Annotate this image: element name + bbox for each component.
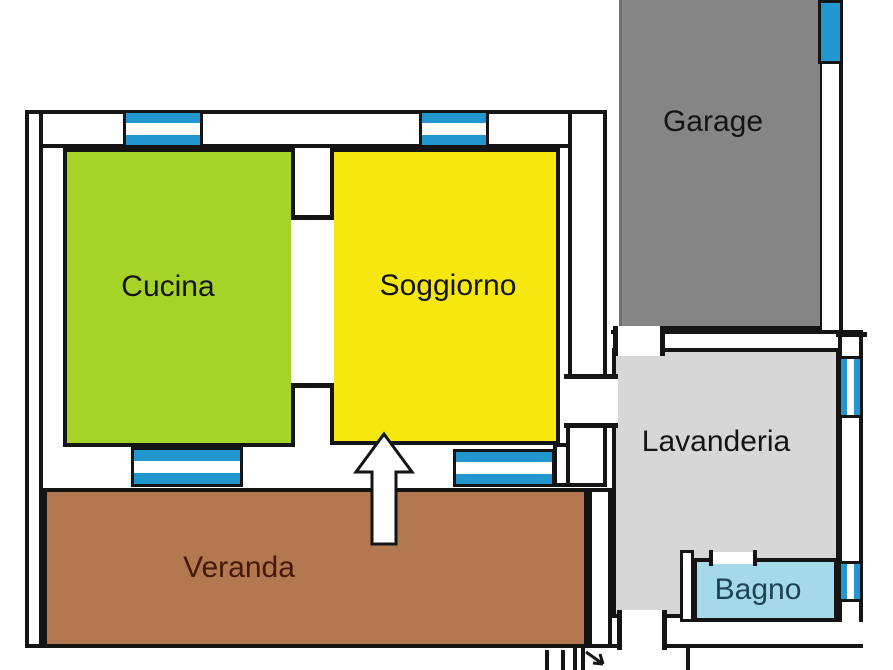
wall-garage-lavanderia-band [611, 330, 840, 352]
window-icon-lavanderia-right [838, 356, 863, 418]
door-jamb [662, 610, 667, 650]
door-jamb [291, 215, 334, 220]
room-bagno [693, 558, 838, 622]
wall-right-corner-b [553, 443, 570, 487]
room-label-garage: Garage [662, 105, 764, 138]
room-label-cucina: Cucina [121, 270, 215, 303]
door-lavanderia-bottom [622, 610, 662, 650]
entrance-arrow-icon [350, 428, 418, 550]
room-label-lavanderia: Lavanderia [641, 425, 791, 458]
wall-tick [686, 648, 690, 670]
door-jamb [709, 550, 713, 566]
wall-tick-pair [573, 648, 585, 670]
window-icon-bagno-right [838, 561, 863, 602]
room-label-bagno: Bagno [714, 573, 802, 606]
wall-garage-right [818, 64, 843, 330]
door-jamb [564, 374, 618, 379]
room-veranda [43, 488, 588, 648]
wall-top [25, 110, 607, 148]
door-jamb [564, 423, 618, 428]
window-icon-garage-right [818, 0, 843, 64]
wall-tick [561, 650, 565, 670]
door-jamb [660, 326, 665, 356]
window-icon-cucina-bottom [131, 447, 243, 487]
door-jamb [291, 383, 334, 388]
room-soggiorno [330, 148, 560, 445]
wall-junction-step [836, 332, 867, 337]
window-icon-cucina-top [123, 110, 203, 148]
room-garage [619, 0, 820, 330]
door-jamb [617, 610, 622, 650]
wall-tick [545, 650, 549, 670]
window-icon-soggiorno-bottom [453, 449, 555, 487]
door-jamb [613, 326, 618, 356]
room-label-soggiorno: Soggiorno [379, 269, 517, 302]
room-label-veranda: Veranda [183, 551, 295, 584]
wall-bagno-stub [680, 550, 694, 622]
door-house-lavanderia [564, 379, 618, 423]
door-lavanderia-top [618, 326, 660, 356]
wall-left [25, 110, 43, 648]
door-cucina-soggiorno [291, 219, 334, 384]
wall-right-corner-a [566, 423, 607, 487]
door-jamb [753, 550, 757, 566]
wall-veranda-right-strip [588, 488, 612, 648]
door-bagno [713, 552, 753, 564]
window-icon-soggiorno-top [419, 110, 489, 148]
exit-arrow-icon [583, 650, 617, 670]
